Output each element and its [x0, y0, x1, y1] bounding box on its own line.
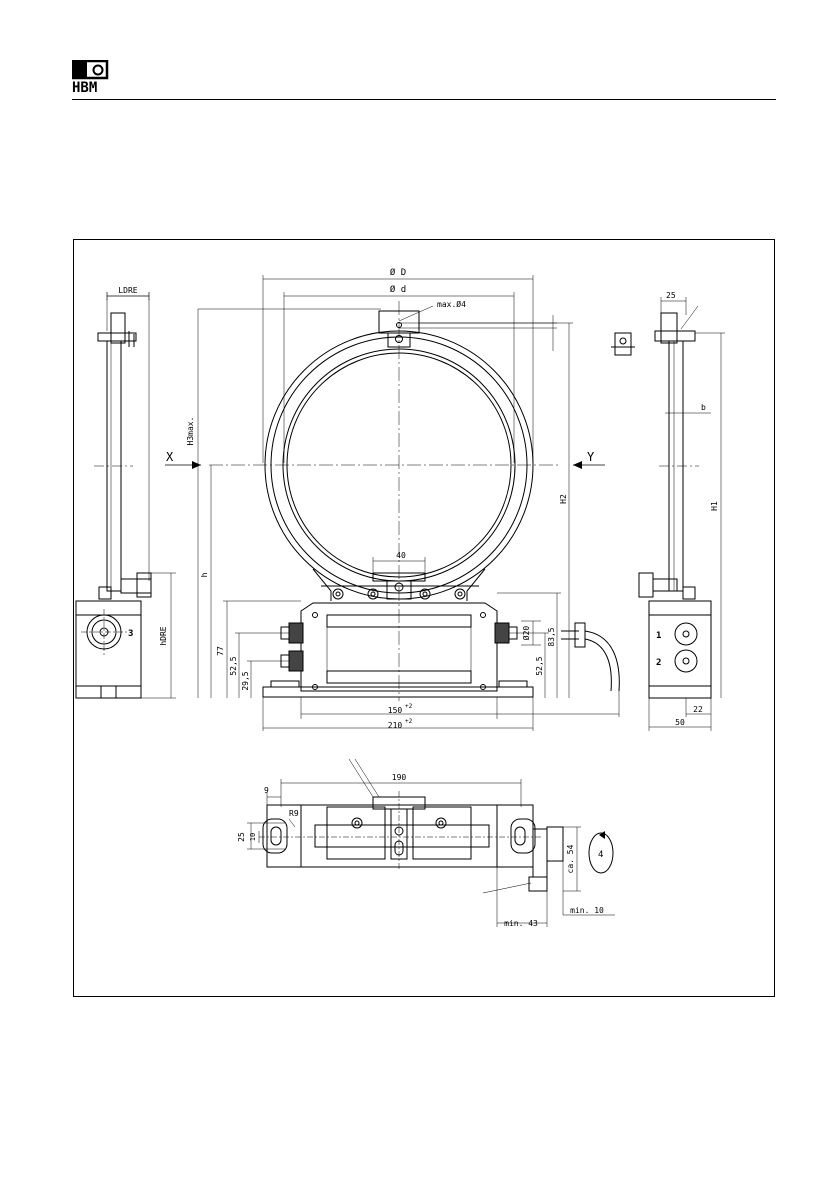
h2-label: H2	[559, 494, 568, 504]
dim-150-label: 150	[388, 706, 403, 715]
ca54-label: ca. 54	[566, 844, 575, 873]
right-connector-1: 1	[656, 631, 661, 641]
min43-label: min. 43	[504, 919, 538, 928]
dim-210-label: 210	[388, 721, 403, 730]
r9-label: R9	[289, 809, 299, 818]
dim-29-5-label: 29,5	[241, 671, 250, 690]
right-dim-22-label: 22	[693, 705, 703, 714]
diam-d-label: Ø d	[390, 284, 406, 295]
top-dim-190-label: 190	[392, 773, 407, 782]
dim-150-tolerance: +2	[405, 703, 413, 710]
hbm-logo: HBM	[72, 60, 112, 96]
dim-52-5-right-label: 52,5	[535, 656, 544, 675]
drawing-frame: LDRE 3 hDRE	[73, 239, 775, 997]
top-dim-10-label: 10	[249, 833, 257, 841]
max-hole-label: max.Ø4	[437, 299, 466, 309]
rotation-number: 4	[598, 850, 603, 860]
dim-52-5-left-label: 52,5	[229, 656, 238, 675]
h-label: h	[200, 572, 209, 577]
top-view: 190 9 R9 25 10	[237, 759, 615, 928]
min10-label: min. 10	[570, 906, 604, 915]
front-view: Ø D Ø d max.Ø4 H3max. X Y	[165, 267, 619, 731]
dim-40-label: 40	[396, 551, 406, 560]
left-side-view: LDRE 3 hDRE	[76, 286, 176, 698]
top-dim-25-label: 25	[237, 832, 246, 842]
right-dim-25-label: 25	[666, 291, 676, 300]
right-connector-2: 2	[656, 658, 661, 668]
h3max-label: H3max.	[186, 417, 195, 446]
hdre-label: hDRE	[159, 626, 168, 645]
dim-83-5-label: 83,5	[547, 627, 556, 646]
header-rule	[72, 99, 776, 100]
top-dim-9-label: 9	[264, 786, 269, 795]
technical-drawing: LDRE 3 hDRE	[74, 240, 776, 998]
right-side-view: 25 b H1 1 2 22 50	[611, 291, 725, 731]
ldre-label: LDRE	[118, 286, 137, 295]
y-view-arrow-label: Y	[587, 450, 595, 464]
logo-text: HBM	[72, 80, 97, 96]
h1-label: H1	[710, 501, 719, 511]
dim-77-label: 77	[216, 646, 225, 656]
x-view-arrow-label: X	[166, 450, 174, 464]
b-label: b	[701, 403, 706, 412]
left-connector-number: 3	[128, 629, 133, 639]
diam-D-label: Ø D	[390, 267, 406, 278]
dim-210-tolerance: +2	[405, 718, 413, 725]
right-dim-50-label: 50	[675, 718, 685, 727]
